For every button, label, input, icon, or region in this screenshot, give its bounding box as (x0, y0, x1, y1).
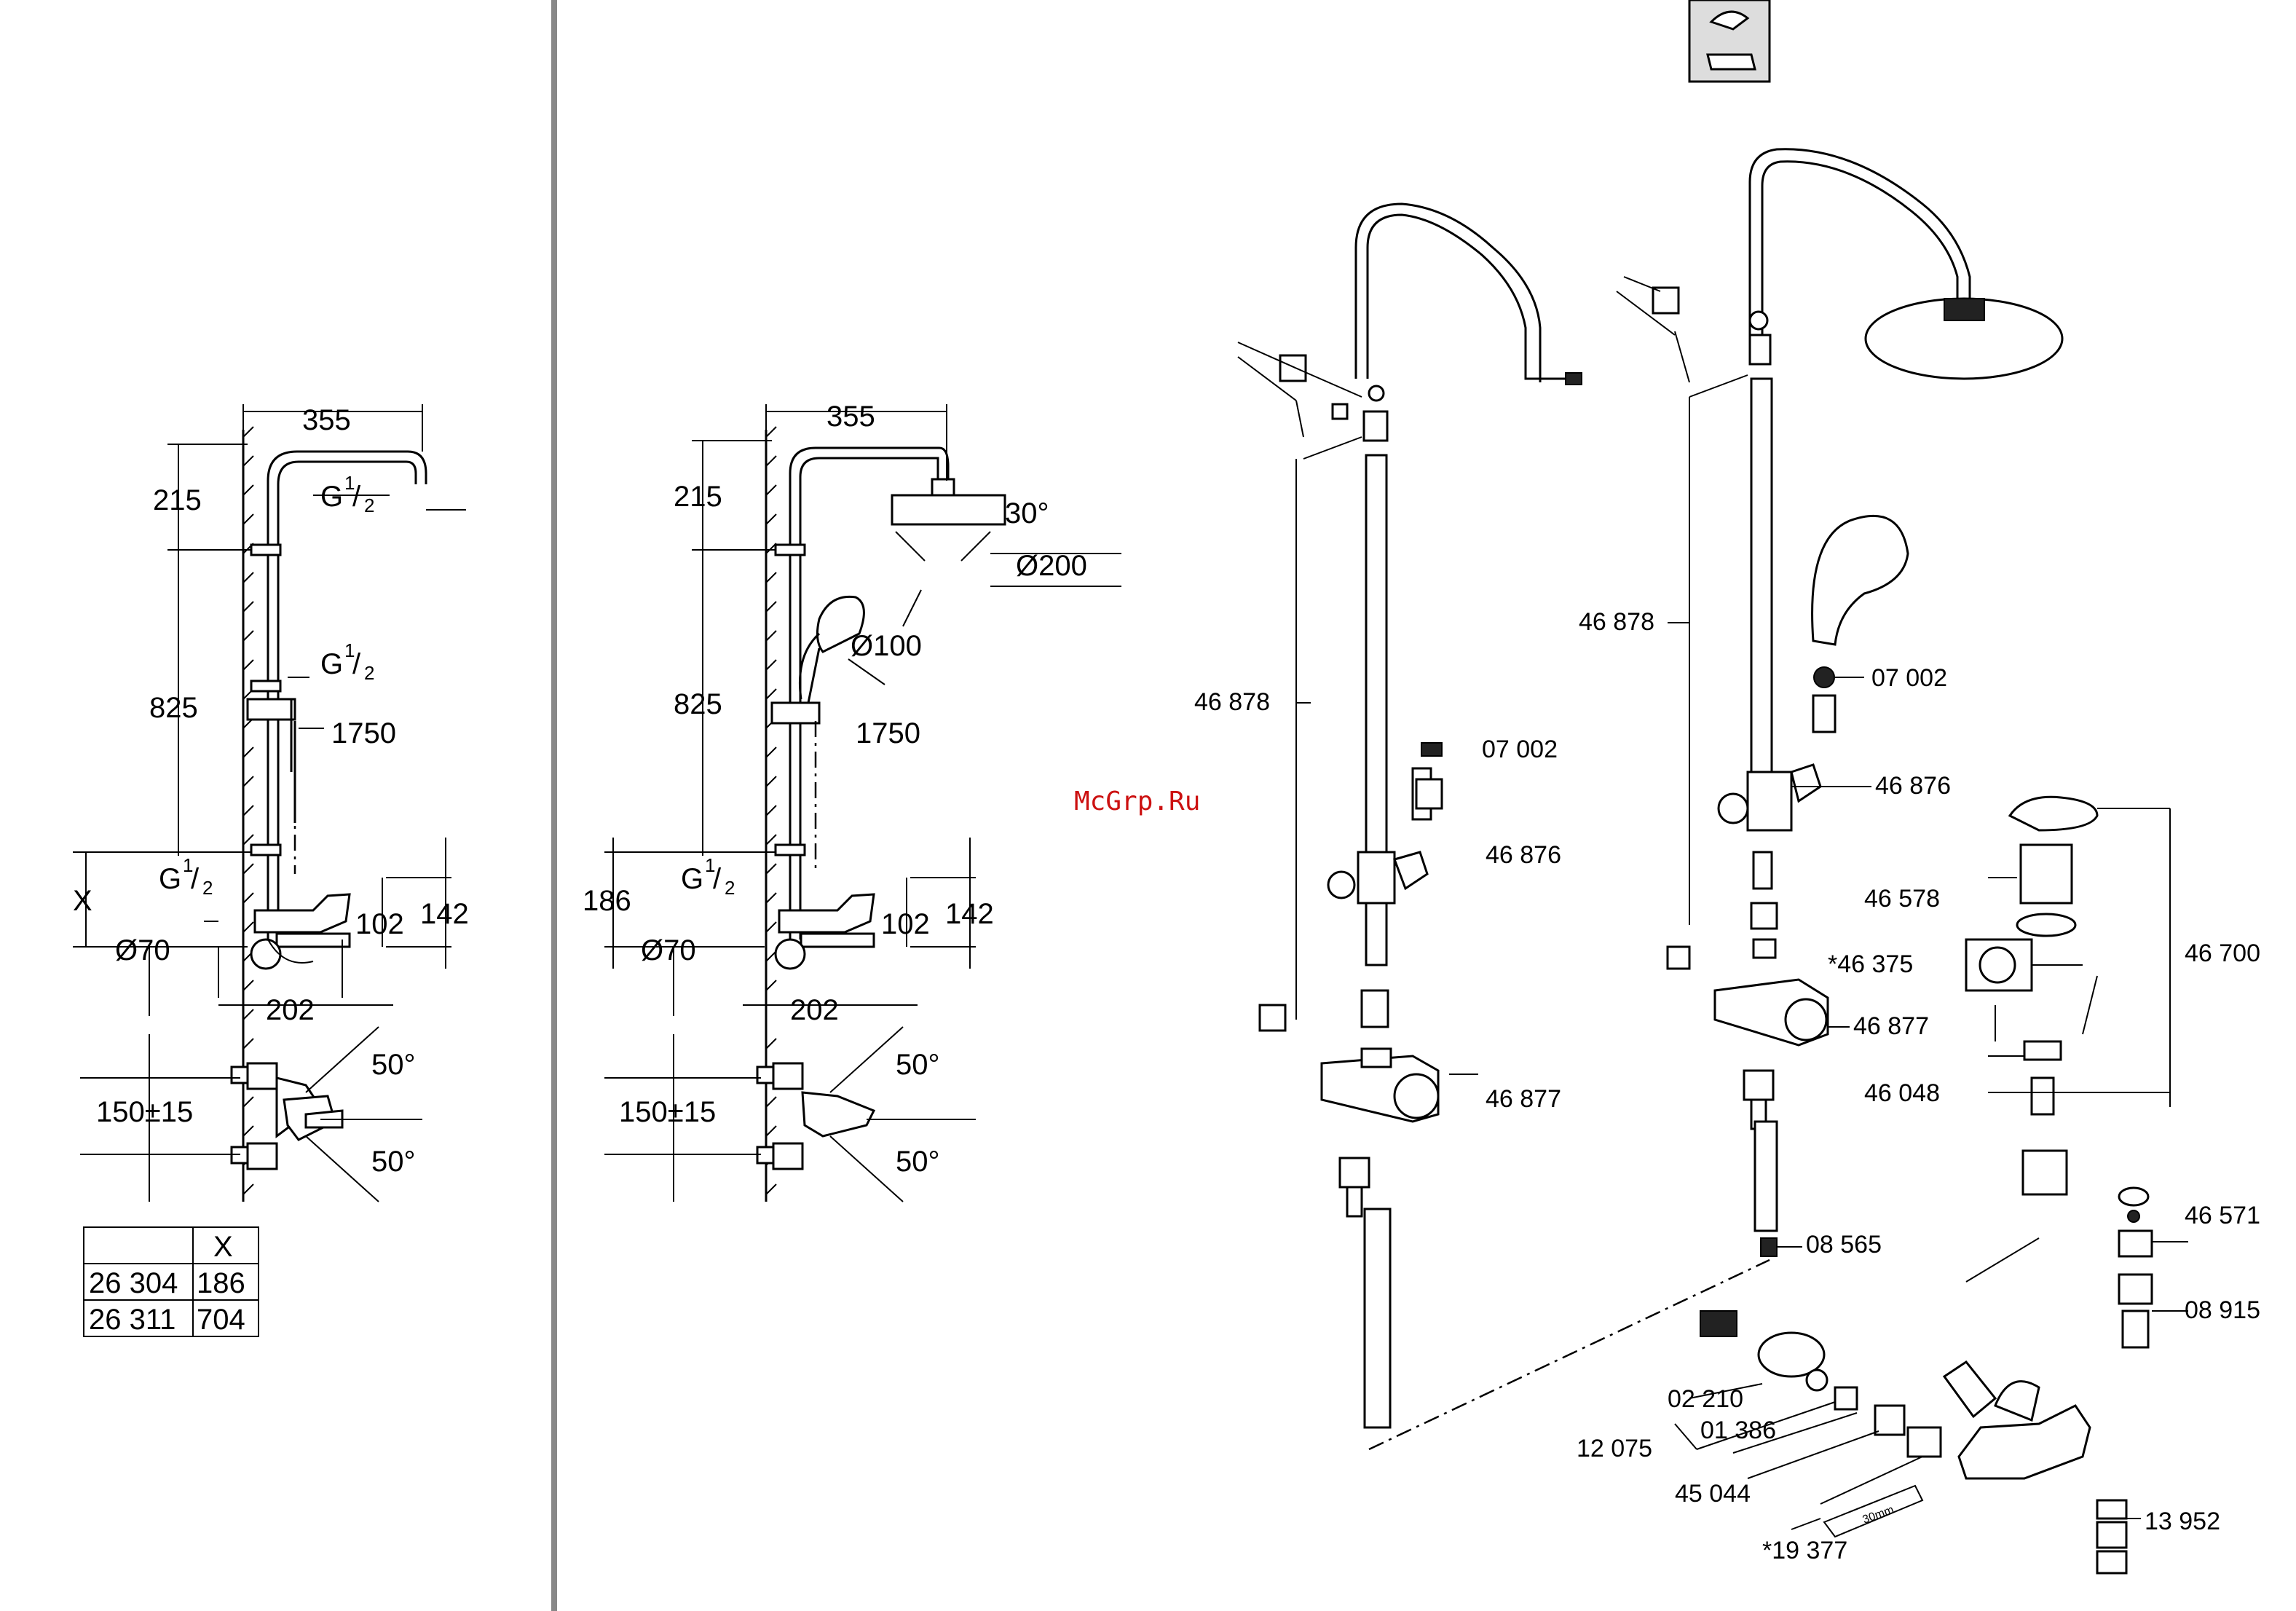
part-46877-a: 46 877 (1486, 1085, 1561, 1113)
exploded-view-b-labels: 46 878 07 002 46 876 46 877 08 565 46 57… (1577, 608, 2260, 1564)
dim-thread-mid: G (320, 648, 343, 680)
svg-text:1: 1 (344, 639, 355, 661)
dim-diameter-70: Ø70 (115, 934, 170, 966)
part-07002-b: 07 002 (1871, 664, 1947, 692)
part-46876-a: 46 876 (1486, 841, 1561, 869)
dim-length-1750: 1750 (331, 717, 396, 749)
watermark-text: McGrp.Ru (1074, 787, 1200, 816)
part-13952: 13 952 (2145, 1508, 2220, 1535)
svg-text:2: 2 (202, 877, 213, 899)
part-01386: 01 386 (1700, 1417, 1776, 1444)
svg-text:1: 1 (705, 854, 715, 876)
dim-thread-low: G (159, 863, 181, 895)
svg-text:/: / (352, 648, 361, 680)
part-46877-b: 46 877 (1853, 1012, 1929, 1040)
part-46878-a: 46 878 (1194, 688, 1270, 716)
part-46375: *46 375 (1828, 950, 1913, 978)
dim-angle-50-top: 50° (371, 1049, 416, 1081)
table-cell-model-1: 26 304 (89, 1267, 178, 1299)
fraction-numerator: 1 (344, 472, 355, 494)
part-07002-a: 07 002 (1482, 736, 1558, 763)
dim-range-150: 150±15 (96, 1096, 193, 1128)
dim-142-mid: 142 (945, 898, 994, 930)
table-header-x: X (213, 1231, 233, 1263)
svg-text:/: / (713, 863, 722, 895)
svg-text:/: / (191, 863, 200, 895)
dim-102: 102 (355, 908, 404, 940)
dim-diameter-70-mid: Ø70 (641, 934, 696, 966)
part-46700: 46 700 (2185, 940, 2260, 967)
dim-width-202-mid: 202 (790, 994, 839, 1026)
middle-dimension-labels: 355 215 30° Ø200 Ø100 825 1750 186 G 1 /… (583, 401, 1087, 1178)
svg-text:2: 2 (364, 662, 374, 684)
variant-table: X 26 304 186 26 311 704 (83, 1226, 259, 1337)
dim-thread-top: G (320, 481, 343, 513)
svg-text:1: 1 (183, 854, 193, 876)
dim-range-150-mid: 150±15 (619, 1096, 716, 1128)
part-46876-b: 46 876 (1875, 772, 1951, 800)
svg-text:2: 2 (725, 877, 735, 899)
dim-diameter-200: Ø200 (1016, 550, 1087, 582)
part-19377: *19 377 (1762, 1537, 1847, 1564)
fraction-denominator: 2 (364, 495, 374, 516)
part-45044: 45 044 (1675, 1480, 1751, 1508)
dim-102-mid: 102 (881, 908, 930, 940)
dim-angle-50-bottom: 50° (371, 1146, 416, 1178)
left-dimension-drawing (73, 404, 466, 1202)
dim-diameter-100: Ø100 (851, 630, 922, 662)
part-02210: 02 210 (1668, 1385, 1743, 1413)
left-dimension-labels: 355 215 G 1 / 2 825 G 1 / 2 1750 X G 1 /… (73, 404, 469, 1178)
dim-length-1750-mid: 1750 (856, 717, 920, 749)
exploded-view-a-labels: 46 878 07 002 46 876 46 877 (1194, 688, 1561, 1113)
dim-height-215-mid: 215 (674, 481, 722, 513)
dim-width-355-mid: 355 (827, 401, 875, 433)
part-46048: 46 048 (1864, 1079, 1940, 1107)
dim-angle-30: 30° (1005, 497, 1049, 529)
panel-divider (551, 0, 557, 1611)
part-08915: 08 915 (2185, 1296, 2260, 1324)
dim-height-825-mid: 825 (674, 688, 722, 720)
table-cell-model-2: 26 311 (89, 1304, 175, 1336)
dim-height-215: 215 (153, 484, 202, 516)
tool-size-label: 30mm (1861, 1504, 1896, 1527)
middle-dimension-drawing (604, 404, 1121, 1202)
part-08565: 08 565 (1806, 1231, 1882, 1259)
exploded-view-a (1237, 202, 1770, 1451)
part-46571: 46 571 (2185, 1202, 2260, 1229)
dim-186: 186 (583, 885, 631, 917)
dim-angle-50-top-mid: 50° (896, 1049, 940, 1081)
svg-text:/: / (352, 481, 361, 513)
dim-thread-low-mid: G (681, 863, 703, 895)
dim-width-202: 202 (266, 994, 315, 1026)
part-46878-b: 46 878 (1579, 608, 1654, 636)
part-46578: 46 578 (1864, 885, 1940, 913)
dim-142: 142 (420, 898, 469, 930)
table-cell-x-2: 704 (197, 1304, 245, 1336)
exploded-view-b (1616, 0, 2188, 1575)
dim-x: X (73, 885, 92, 917)
dim-angle-50-bottom-mid: 50° (896, 1146, 940, 1178)
dim-height-825: 825 (149, 692, 198, 724)
table-cell-x-1: 186 (197, 1267, 245, 1299)
dim-width-355: 355 (302, 404, 351, 436)
part-12075: 12 075 (1577, 1435, 1652, 1462)
